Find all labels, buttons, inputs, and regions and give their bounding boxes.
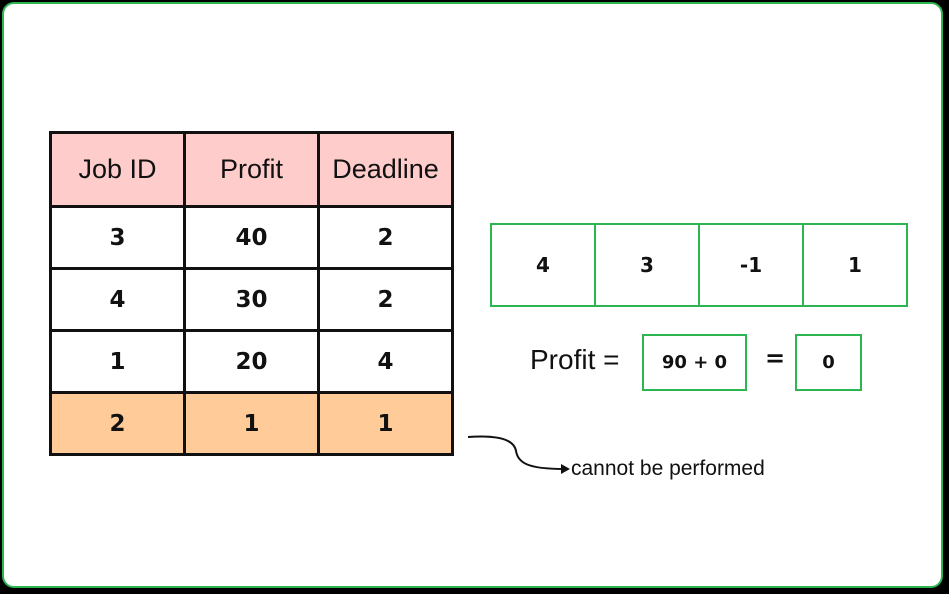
diagram-frame: Job ID Profit Deadline 3 40 2 4 30 2 1 2… bbox=[2, 2, 943, 588]
cell-deadline: 1 bbox=[317, 391, 454, 456]
table-row: 1 20 4 bbox=[49, 329, 454, 394]
slot-array: 4 3 -1 1 bbox=[490, 223, 908, 307]
slot-cell: 4 bbox=[492, 225, 596, 305]
cell-job-id: 3 bbox=[49, 205, 186, 270]
annotation-arrow-icon bbox=[467, 435, 570, 474]
table-row-highlighted: 2 1 1 bbox=[49, 391, 454, 456]
cell-deadline: 2 bbox=[317, 267, 454, 332]
header-deadline: Deadline bbox=[317, 131, 454, 208]
slot-cell: -1 bbox=[700, 225, 804, 305]
slot-cell: 3 bbox=[596, 225, 700, 305]
cell-job-id: 2 bbox=[49, 391, 186, 456]
job-table: Job ID Profit Deadline 3 40 2 4 30 2 1 2… bbox=[49, 131, 454, 456]
equals-sign: = bbox=[765, 344, 786, 372]
cell-profit: 40 bbox=[183, 205, 320, 270]
table-row: 4 30 2 bbox=[49, 267, 454, 332]
cell-profit: 20 bbox=[183, 329, 320, 394]
table-row: 3 40 2 bbox=[49, 205, 454, 270]
cell-profit: 1 bbox=[183, 391, 320, 456]
annotation-text: cannot be performed bbox=[571, 457, 765, 480]
slot-cell: 1 bbox=[848, 253, 862, 277]
profit-label: Profit = bbox=[530, 344, 620, 375]
profit-sum-box: 90 + 0 bbox=[642, 334, 747, 391]
cell-deadline: 4 bbox=[317, 329, 454, 394]
cell-profit: 30 bbox=[183, 267, 320, 332]
profit-result-box: 0 bbox=[795, 334, 862, 391]
header-profit: Profit bbox=[183, 131, 320, 208]
header-job-id: Job ID bbox=[49, 131, 186, 208]
table-header-row: Job ID Profit Deadline bbox=[49, 131, 454, 208]
cell-job-id: 1 bbox=[49, 329, 186, 394]
cell-job-id: 4 bbox=[49, 267, 186, 332]
cell-deadline: 2 bbox=[317, 205, 454, 270]
